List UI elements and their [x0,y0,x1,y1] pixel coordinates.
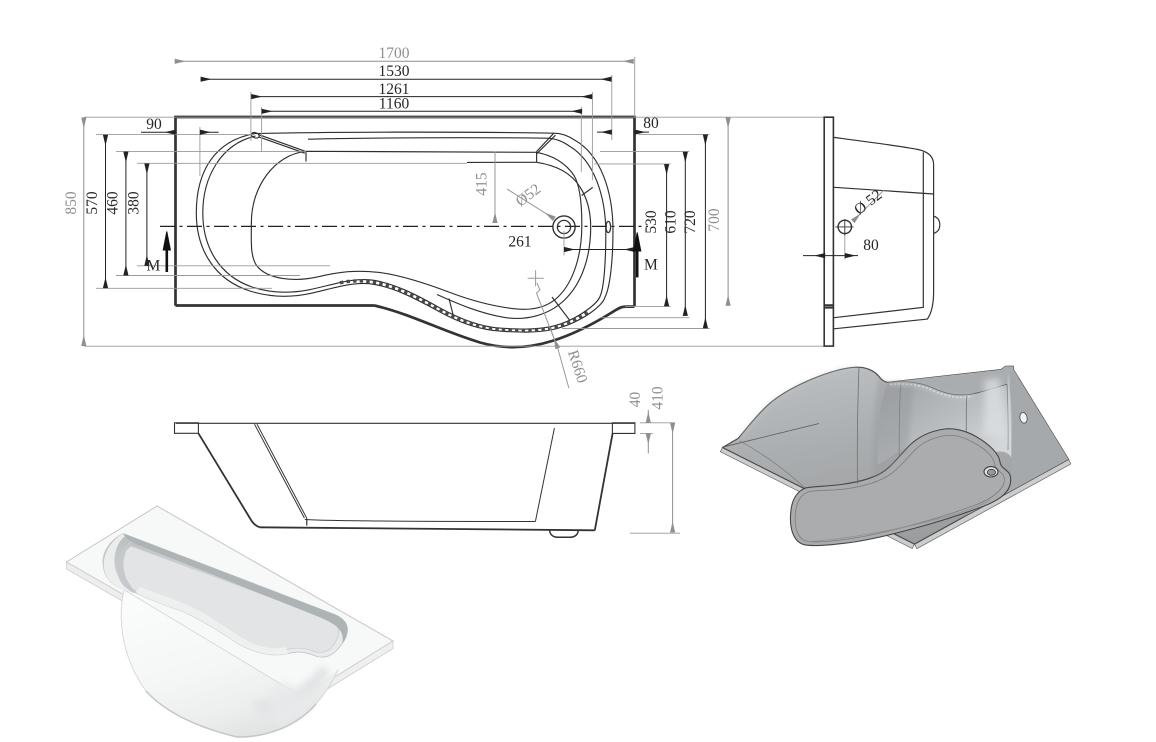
svg-text:700: 700 [706,208,723,232]
svg-text:415: 415 [474,172,491,196]
svg-text:1700: 1700 [379,45,410,62]
svg-text:1261: 1261 [379,81,410,98]
svg-text:80: 80 [643,115,659,132]
svg-text:850: 850 [63,191,80,215]
svg-text:380: 380 [126,191,143,215]
svg-text:90: 90 [146,116,162,133]
svg-text:40: 40 [627,392,644,408]
svg-text:261: 261 [508,234,531,251]
svg-text:460: 460 [105,191,122,215]
svg-text:530: 530 [643,210,660,234]
svg-text:M: M [147,258,161,275]
svg-text:570: 570 [84,191,101,215]
svg-text:610: 610 [663,210,680,234]
svg-text:410: 410 [650,386,667,410]
svg-text:M: M [644,257,658,274]
svg-text:1530: 1530 [379,63,410,80]
svg-text:80: 80 [863,237,879,254]
svg-text:720: 720 [682,210,699,234]
svg-text:1160: 1160 [379,96,410,113]
